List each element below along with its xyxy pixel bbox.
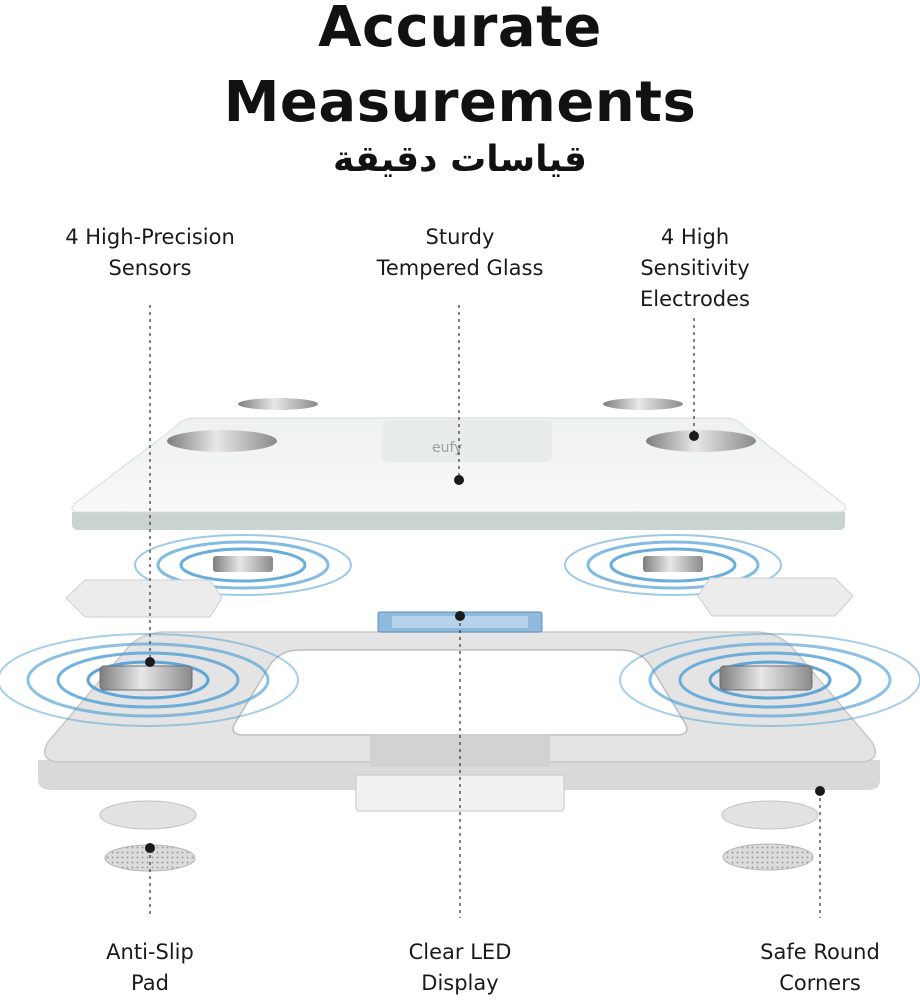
load-cell-sensors [99,665,813,691]
feet [99,800,819,830]
front-right-electrode [646,430,756,452]
title-arabic: قياسات دقيقة [333,139,587,180]
callout-lines [149,305,821,918]
label-high-precision-sensors: 4 High-Precision Sensors [65,225,235,280]
base-frame [38,631,880,812]
tempered-glass-top: eufy [71,417,847,530]
label-safe-round-corners: Safe Round Corners [760,940,880,995]
title-line-2: Measurements [223,70,697,135]
upper-sensors [213,556,703,572]
rear-electrodes [238,398,683,410]
front-left-electrode [167,430,277,452]
anti-slip-pads [104,843,814,872]
lower-sensor-ripples [0,633,920,727]
callout-dots [145,431,825,853]
label-tempered-glass: Sturdy Tempered Glass [376,225,544,280]
title-line-1: Accurate [318,0,602,60]
brand-logo: eufy [432,440,462,456]
label-anti-slip-pad: Anti-Slip Pad [106,940,194,995]
label-sensitivity-electrodes: 4 High Sensitivity Electrodes [639,225,750,311]
label-clear-led-display: Clear LED Display [408,940,512,995]
upper-sensor-ripples [134,534,782,596]
sensor-caps [65,577,854,618]
